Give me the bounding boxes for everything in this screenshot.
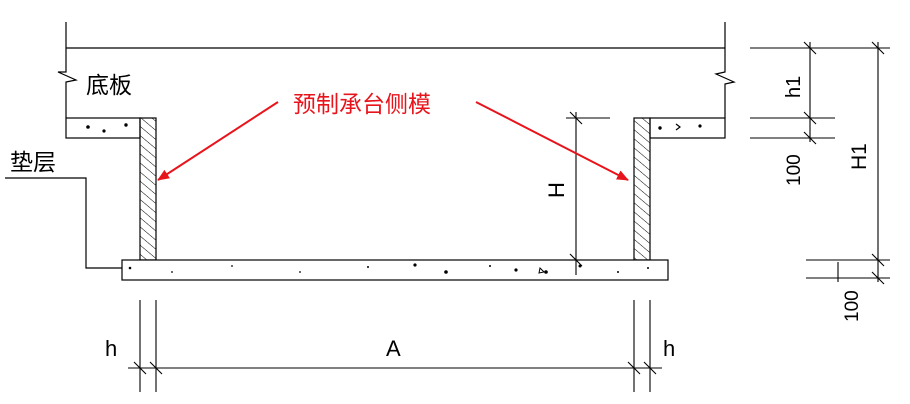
right-formwork-arrow (475, 101, 629, 181)
left-formwork-arrow (157, 101, 279, 181)
dim-100-upper-label: 100 (784, 154, 805, 186)
cushion-leader (5, 177, 122, 269)
dim-h-left-label: h (105, 336, 117, 361)
dim-h1-label: h1 (783, 76, 805, 98)
dim-h-right-label: h (663, 336, 675, 361)
left-cushion-ledge (65, 117, 141, 139)
formwork-arrows (157, 101, 629, 181)
dim-H-label: H (544, 182, 569, 198)
dim-H-lines (566, 111, 610, 275)
dim-right-stack-lines (750, 41, 890, 285)
slab-label: 底板 (86, 73, 132, 99)
dim-H1-label: H1 (848, 143, 871, 170)
right-cushion-ledge (649, 117, 726, 139)
slab-body (57, 22, 736, 118)
formwork-label: 预制承台侧模 (293, 92, 431, 118)
cushion-label: 垫层 (10, 150, 56, 176)
left-side-formwork (139, 117, 157, 261)
right-side-formwork (633, 117, 651, 261)
right-break-line (714, 48, 736, 118)
bottom-base-slab (121, 259, 669, 281)
dim-A-label: A (386, 336, 401, 361)
dim-100-lower-label: 100 (842, 290, 863, 322)
left-break-line (57, 48, 78, 118)
dim-bottom-lines (128, 300, 662, 392)
